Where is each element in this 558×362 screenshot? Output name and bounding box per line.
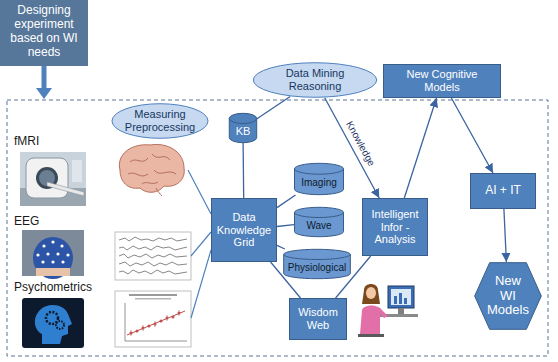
edge-label: Knowledge xyxy=(344,119,377,168)
connector xyxy=(277,195,296,208)
connector xyxy=(257,97,290,119)
process-ellipse: Measuring Preprocessing xyxy=(111,103,209,139)
modality-label: fMRI xyxy=(14,134,39,148)
node-text: KB xyxy=(231,125,255,138)
connector xyxy=(504,209,507,262)
process-box: Intelligent Infor - Analysis xyxy=(362,198,428,256)
process-ellipse: Data Mining Reasoning xyxy=(252,62,378,98)
flow-arrow xyxy=(36,64,52,99)
node-text: Wisdom Web xyxy=(294,306,342,331)
node-text: Measuring Preprocessing xyxy=(124,108,196,133)
connector xyxy=(451,98,493,173)
modality-label: Psychometrics xyxy=(14,280,92,294)
node-text: New Cognitive Models xyxy=(389,68,495,93)
eeg-waveform xyxy=(115,232,191,280)
node-text: AI + IT xyxy=(475,184,531,198)
connector xyxy=(277,225,294,227)
start-box: Designing experiment based on WI needs xyxy=(0,0,88,66)
node-text: Imaging xyxy=(296,177,342,189)
node-text: Designing experiment based on WI needs xyxy=(6,4,82,59)
connector xyxy=(242,143,244,198)
connector xyxy=(277,245,285,249)
node-text: Data Mining Reasoning xyxy=(268,67,362,92)
node-text: New WI Models xyxy=(487,274,529,319)
modality-label: EEG xyxy=(14,214,39,228)
database-cylinder: KB xyxy=(229,113,257,143)
fmri-scanner xyxy=(20,152,86,206)
process-box: Data Knowledge Grid xyxy=(211,198,277,262)
database-cylinder: Physiological xyxy=(283,249,351,279)
node-text: Physiological xyxy=(285,262,349,274)
database-cylinder: Imaging xyxy=(294,163,344,195)
connector xyxy=(404,98,436,198)
node-text: Data Knowledge Grid xyxy=(216,211,272,249)
process-box: AI + IT xyxy=(470,173,536,209)
node-text: Intelligent Infor - Analysis xyxy=(367,208,423,246)
node-text: Wave xyxy=(296,220,342,232)
process-box: New Cognitive Models xyxy=(383,64,501,98)
brain-image xyxy=(119,144,184,196)
score-chart xyxy=(115,291,191,347)
data-lines xyxy=(188,170,211,318)
process-box: Wisdom Web xyxy=(289,298,347,340)
output-hexagon: New WI Models xyxy=(474,262,542,330)
eeg-head xyxy=(22,230,84,279)
user-at-computer xyxy=(358,284,418,337)
psychometrics-head xyxy=(22,298,84,348)
database-cylinder: Wave xyxy=(294,207,344,237)
experiment-region xyxy=(7,100,548,356)
